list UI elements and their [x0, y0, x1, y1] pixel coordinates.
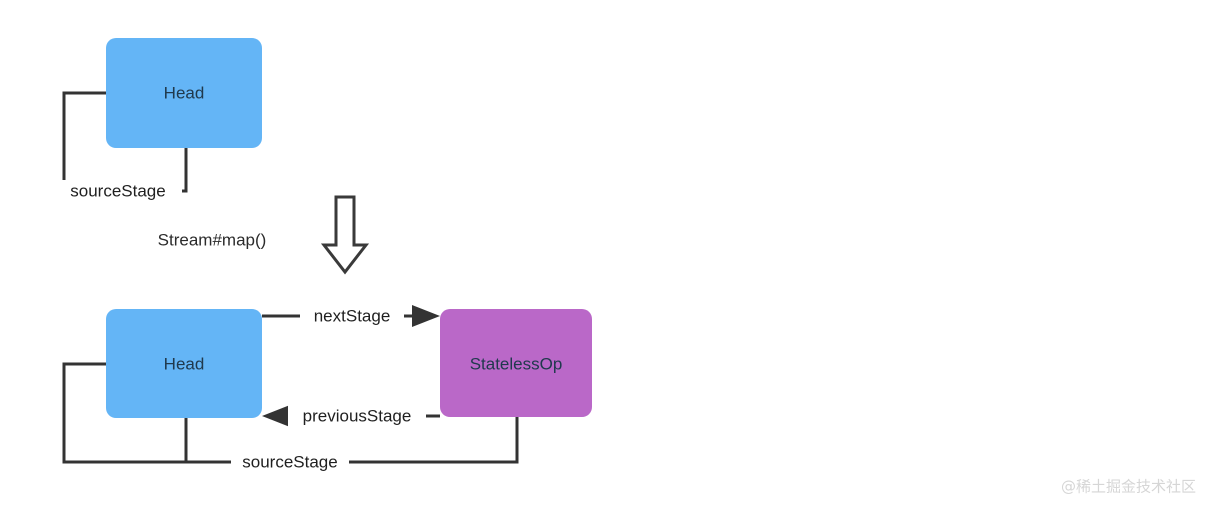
node-head-top-label: Head: [164, 83, 205, 102]
node-head-bottom[interactable]: [106, 309, 262, 418]
before-group: sourceStage Head: [58, 38, 262, 204]
watermark: @稀土掘金技术社区: [1061, 478, 1196, 496]
source-stage-top-label-mask: [58, 180, 182, 204]
after-group: Head StatelessOp nextStage previousStage…: [62, 305, 592, 474]
transition-group: Stream#map(): [158, 195, 370, 275]
edge-label-next-stage: nextStage: [314, 306, 391, 325]
node-statelessop-label: StatelessOp: [470, 354, 563, 373]
edge-source-stage-bottom-line: [62, 362, 519, 464]
previous-stage-label-mask: [288, 405, 426, 428]
node-head-bottom-label: Head: [164, 354, 205, 373]
edge-label-source-stage-top: sourceStage: [70, 181, 165, 200]
down-arrow-icon: [320, 195, 370, 275]
node-statelessop[interactable]: [440, 309, 592, 417]
transition-label: Stream#map(): [158, 230, 267, 249]
next-stage-label-mask: [300, 305, 404, 328]
node-head-top[interactable]: [106, 38, 262, 148]
edge-label-previous-stage: previousStage: [303, 406, 412, 425]
source-stage-bottom-label-mask: [231, 451, 349, 474]
edge-next-stage-arrowhead: [412, 305, 440, 327]
edge-label-source-stage-bottom: sourceStage: [242, 452, 337, 471]
edge-previous-stage-arrowhead: [262, 405, 290, 427]
